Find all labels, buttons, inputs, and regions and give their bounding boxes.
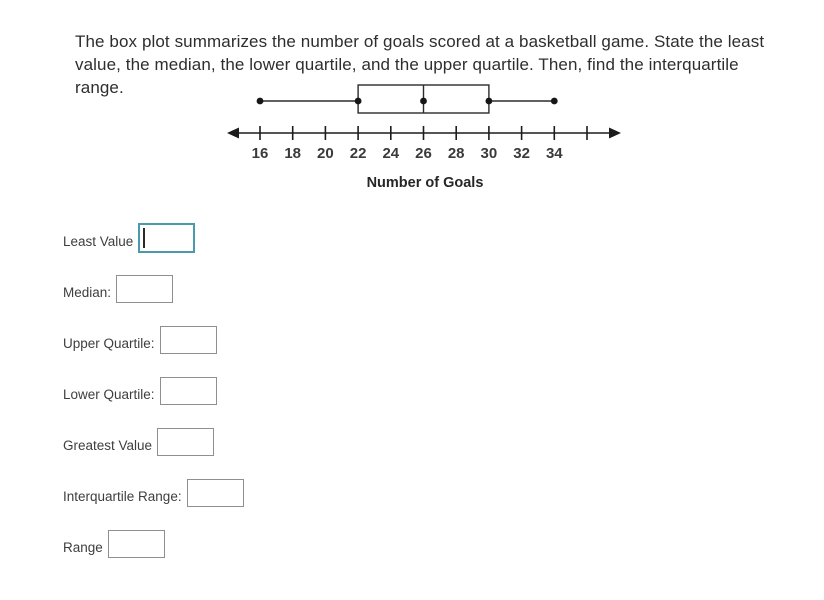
tick-label: 28: [448, 145, 465, 162]
data-dot: [256, 97, 264, 105]
range-input-wrap: [107, 530, 165, 558]
question-text: The box plot summarizes the number of go…: [75, 32, 765, 97]
lower-quartile-label: Lower Quartile:: [63, 386, 155, 402]
median-input[interactable]: [116, 275, 174, 303]
right-arrow-icon: [609, 127, 621, 139]
field-row-interquartile-range: Interquartile Range:: [63, 478, 244, 508]
answer-form: Least Value Median: Upper Quartile: Lowe…: [63, 223, 244, 580]
field-row-lower-quartile: Lower Quartile:: [63, 376, 244, 406]
box-plot-svg: 16 18 20 22 24 26 28 30 32 34: [227, 84, 621, 162]
upper-quartile-input[interactable]: [159, 326, 217, 354]
data-dot: [550, 97, 558, 105]
tick-label: 30: [481, 145, 498, 162]
greatest-value-label: Greatest Value: [63, 437, 153, 453]
tick-label: 16: [252, 145, 269, 162]
tick-label: 34: [546, 145, 563, 162]
least-value-input-wrap: [138, 223, 196, 253]
lower-quartile-input[interactable]: [159, 377, 217, 405]
least-value-input[interactable]: [138, 223, 196, 253]
text-caret: [143, 228, 145, 248]
tick-label: 22: [350, 145, 367, 162]
upper-quartile-label: Upper Quartile:: [63, 335, 155, 351]
box-plot-figure: 16 18 20 22 24 26 28 30 32 34 Number of Goals: [220, 78, 630, 198]
interquartile-range-input[interactable]: [186, 479, 244, 507]
interquartile-range-label: Interquartile Range:: [63, 488, 182, 504]
tick-label: 26: [415, 145, 432, 162]
field-row-least-value: Least Value: [63, 223, 244, 253]
axis-title: Number of Goals: [366, 175, 484, 191]
field-row-greatest-value: Greatest Value: [63, 427, 244, 457]
median-input-wrap: [116, 275, 174, 303]
tick-label: 20: [317, 145, 334, 162]
greatest-value-input-wrap: [157, 428, 215, 456]
greatest-value-input[interactable]: [157, 428, 215, 456]
range-label: Range: [63, 539, 103, 555]
interquartile-range-input-wrap: [186, 479, 244, 507]
field-row-upper-quartile: Upper Quartile:: [63, 325, 244, 355]
field-row-median: Median:: [63, 274, 244, 304]
left-arrow-icon: [227, 127, 239, 139]
tick-label: 32: [513, 145, 530, 162]
range-input[interactable]: [107, 530, 165, 558]
data-dot: [420, 97, 427, 105]
upper-quartile-input-wrap: [159, 326, 217, 354]
tick-label: 24: [382, 145, 399, 162]
median-label: Median:: [63, 284, 112, 300]
field-row-range: Range: [63, 529, 244, 559]
lower-quartile-input-wrap: [159, 377, 217, 405]
least-value-label: Least Value: [63, 233, 134, 249]
tick-label: 18: [284, 145, 301, 162]
data-dot: [485, 97, 493, 105]
data-dot: [354, 97, 362, 105]
